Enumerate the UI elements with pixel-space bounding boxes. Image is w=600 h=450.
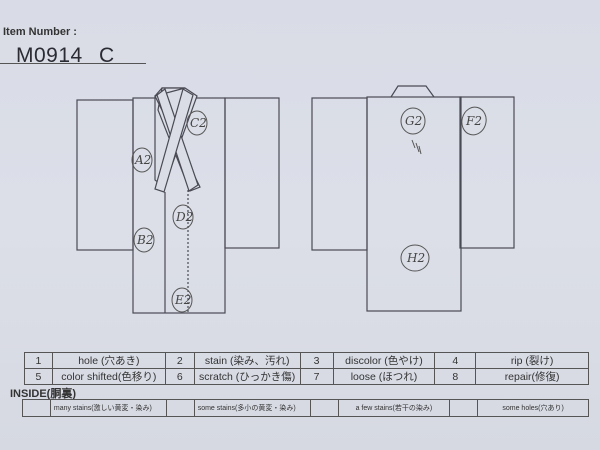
mark-e2: E2 xyxy=(171,287,193,313)
svg-text:C2: C2 xyxy=(190,116,207,130)
svg-text:E2: E2 xyxy=(174,293,191,307)
legend-row: 5 color shifted(色移り) 6 scratch (ひっかき傷) 7… xyxy=(24,368,589,385)
mark-a2: A2 xyxy=(131,147,153,173)
inside-section-title: INSIDE(胴裏) xyxy=(10,388,76,400)
item-number-value: M0914 C xyxy=(16,44,115,67)
front-damage-marks: C2 A2 D2 B2 E2 xyxy=(131,110,208,313)
mark-d2: D2 xyxy=(172,204,194,230)
svg-text:D2: D2 xyxy=(175,210,193,224)
item-number-underline xyxy=(0,63,146,64)
legend-label: stain (染み、汚れ) xyxy=(193,352,301,369)
mark-h2: H2 xyxy=(400,244,430,272)
kimono-back xyxy=(311,85,515,312)
back-right-sleeve xyxy=(459,96,515,249)
legend-number: 1 xyxy=(24,352,53,369)
front-right-sleeve xyxy=(224,97,280,249)
legend-label: rip (裂け) xyxy=(475,352,589,369)
inside-label: some stains(多小の黄変・染み) xyxy=(193,399,311,417)
back-damage-marks: G2 F2 H2 xyxy=(400,106,487,272)
svg-text:A2: A2 xyxy=(134,153,151,167)
legend-row: 1 hole (穴あき) 2 stain (染み、汚れ) 3 discolor … xyxy=(24,352,589,369)
legend-label: loose (ほつれ) xyxy=(332,368,436,385)
legend-number: 3 xyxy=(299,352,334,369)
front-left-sleeve xyxy=(76,99,134,251)
legend-number: 5 xyxy=(24,368,53,385)
mark-b2: B2 xyxy=(133,227,155,253)
inside-label: a few stains(若干の染み) xyxy=(337,399,451,417)
mark-f2: F2 xyxy=(461,106,487,136)
legend-label: hole (穴あき) xyxy=(51,352,166,369)
legend-label: color shifted(色移り) xyxy=(51,368,166,385)
inside-condition-table: many stains(激しい黄変・染み) some stains(多小の黄変・… xyxy=(22,399,589,417)
legend-number: 2 xyxy=(164,352,195,369)
svg-text:H2: H2 xyxy=(406,251,425,265)
legend-label: scratch (ひっかき傷) xyxy=(193,368,301,385)
legend-number: 7 xyxy=(299,368,334,385)
back-left-sleeve xyxy=(311,97,368,251)
inside-checkbox-some-stains[interactable] xyxy=(165,399,195,417)
svg-text:G2: G2 xyxy=(405,114,422,128)
legend-number: 6 xyxy=(164,368,195,385)
mark-g2: G2 xyxy=(400,107,426,155)
kimono-diagram: C2 A2 D2 B2 E2 G2 F xyxy=(76,85,515,314)
legend-label: discolor (色やけ) xyxy=(332,352,436,369)
inside-label: some holes(穴あり) xyxy=(477,399,589,417)
legend-number: 8 xyxy=(434,368,477,385)
svg-text:B2: B2 xyxy=(136,233,153,247)
legend-label: repair(修復) xyxy=(475,368,589,385)
inside-checkbox-few-stains[interactable] xyxy=(309,399,339,417)
mark-c2: C2 xyxy=(186,110,208,136)
inside-row: many stains(激しい黄変・染み) some stains(多小の黄変・… xyxy=(22,399,589,417)
item-number-label: Item Number : xyxy=(3,26,77,38)
kimono-front xyxy=(76,87,280,314)
inside-label: many stains(激しい黄変・染み) xyxy=(49,399,167,417)
scratch-strokes xyxy=(411,139,422,155)
damage-legend-table: 1 hole (穴あき) 2 stain (染み、汚れ) 3 discolor … xyxy=(24,352,589,385)
svg-text:F2: F2 xyxy=(465,114,482,128)
back-collar xyxy=(390,85,435,98)
inside-checkbox-many-stains[interactable] xyxy=(22,399,51,417)
legend-number: 4 xyxy=(434,352,477,369)
back-body xyxy=(366,96,462,312)
inside-checkbox-some-holes[interactable] xyxy=(449,399,479,417)
